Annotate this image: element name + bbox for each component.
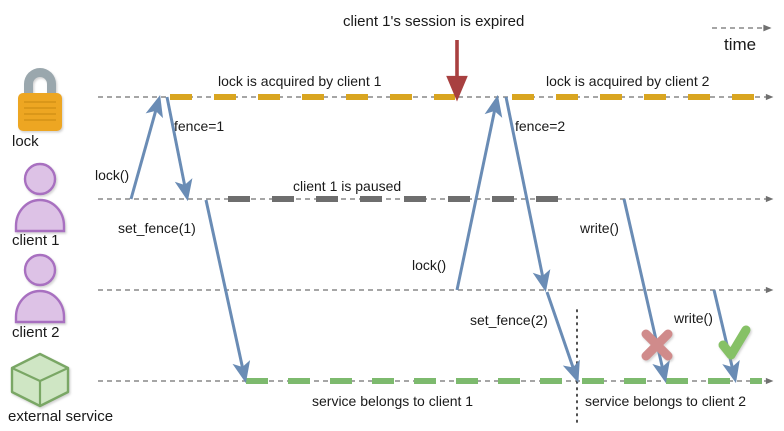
arrow-fence-1: [165, 96, 193, 202]
cube-icon: [10, 352, 70, 408]
arrow-set-fence-1: [204, 199, 251, 384]
arrow-write-client2: [712, 289, 740, 384]
lane-label-external-service: external service: [8, 408, 114, 425]
arrow-fence-2: [504, 96, 551, 293]
person-icon: [14, 162, 66, 233]
state-label-lock-client2: lock is acquired by client 2: [546, 73, 710, 89]
message-label-set-fence-1: set_fence(1): [118, 220, 196, 236]
message-label-set-fence-2: set_fence(2): [470, 312, 548, 328]
session-expired-label: client 1's session is expired: [343, 13, 525, 30]
lane-label-lock: lock: [12, 133, 39, 150]
arrow-lock-call-1: [129, 94, 163, 200]
state-label-service-client2: service belongs to client 2: [585, 393, 747, 409]
green-check-icon: [718, 325, 751, 360]
message-label-fence-1: fence=1: [174, 118, 225, 134]
state-label-service-client1: service belongs to client 1: [312, 393, 474, 409]
state-label-client1-paused: client 1 is paused: [293, 178, 402, 194]
message-label-write-client2: write(): [674, 310, 713, 326]
lane-label-client1: client 1: [12, 232, 60, 249]
padlock-icon: [18, 68, 62, 131]
lane-label-client2: client 2: [12, 324, 60, 341]
state-label-lock-client1: lock is acquired by client 1: [218, 73, 382, 89]
person-icon: [14, 253, 66, 324]
arrow-lock-call-2: [455, 94, 503, 291]
red-cross-icon: [641, 329, 673, 361]
arrow-set-fence-2: [545, 291, 580, 383]
message-label-write-client1: write(): [580, 220, 619, 236]
message-label-lock-call-2: lock(): [412, 257, 447, 273]
message-label-lock-call-1: lock(): [95, 167, 130, 183]
message-label-fence-2: fence=2: [515, 118, 566, 134]
time-axis-label: time: [724, 35, 757, 54]
